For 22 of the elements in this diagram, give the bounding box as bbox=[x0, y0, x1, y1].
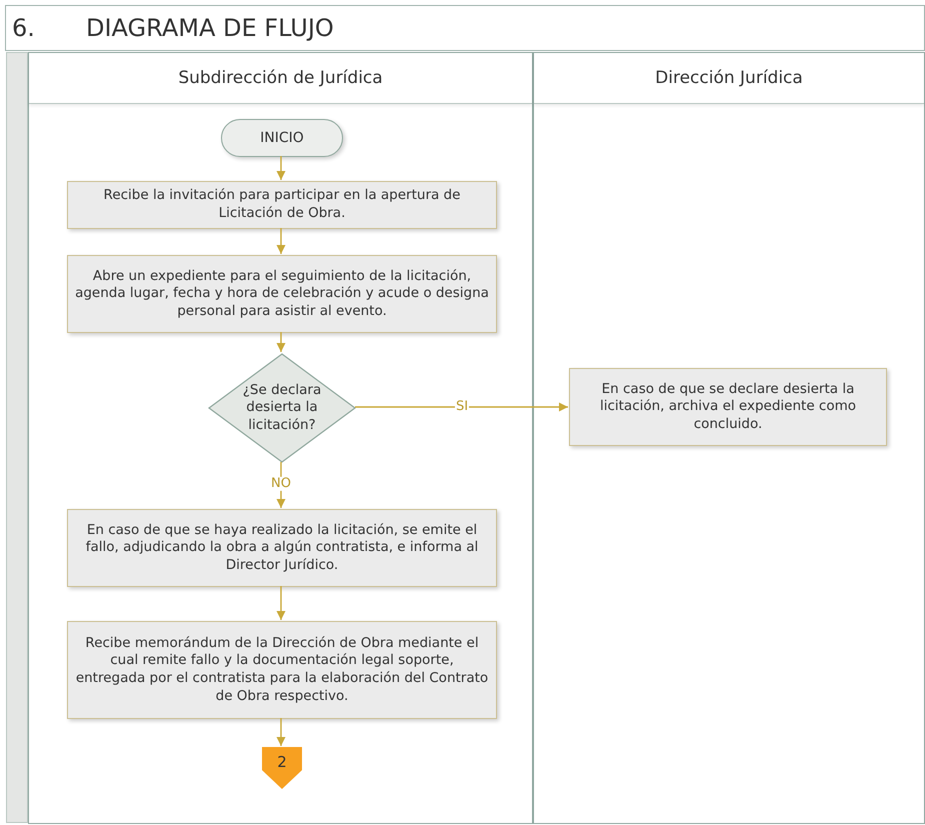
process-box: En caso de que se haya realizado la licitación, se emite el fallo, adjudicando la obra a algún contratista, e informa al Director Jurídico. bbox=[67, 509, 497, 587]
lane-header: Dirección Jurídica bbox=[534, 53, 924, 104]
edge-label: NO bbox=[270, 476, 292, 492]
diagram-title: DIAGRAMA DE FLUJO bbox=[86, 14, 334, 42]
arrow bbox=[276, 332, 286, 352]
arrow bbox=[276, 156, 286, 180]
arrow bbox=[276, 586, 286, 620]
process-box: En caso de que se declare desierta la licitación, archiva el expediente como concluido. bbox=[569, 368, 887, 446]
lane-header: Subdirección de Jurídica bbox=[29, 53, 532, 104]
process-box: Abre un expediente para el seguimiento de la licitación, agenda lugar, fecha y hora de celebración y acude o designa personal para asistir al evento. bbox=[67, 255, 497, 333]
process-box: Recibe memorándum de la Dirección de Obra mediante el cual remite fallo y la documentación legal soporte, entregada por el contratista para la elaboración del Contrato de Obra respectivo. bbox=[67, 621, 497, 719]
arrow bbox=[355, 402, 568, 412]
swimlane bbox=[28, 52, 533, 824]
arrow bbox=[276, 718, 286, 746]
off-page-connector: 2 bbox=[262, 747, 302, 789]
section-number: 6. bbox=[12, 14, 36, 42]
decision-diamond: ¿Se declara desierta la licitación? bbox=[208, 353, 356, 463]
start-terminal: INICIO bbox=[221, 119, 343, 157]
swimlane bbox=[533, 52, 925, 824]
arrow bbox=[276, 462, 286, 508]
process-box: Recibe la invitación para participar en la apertura de Licitación de Obra. bbox=[67, 181, 497, 229]
arrow bbox=[276, 228, 286, 254]
